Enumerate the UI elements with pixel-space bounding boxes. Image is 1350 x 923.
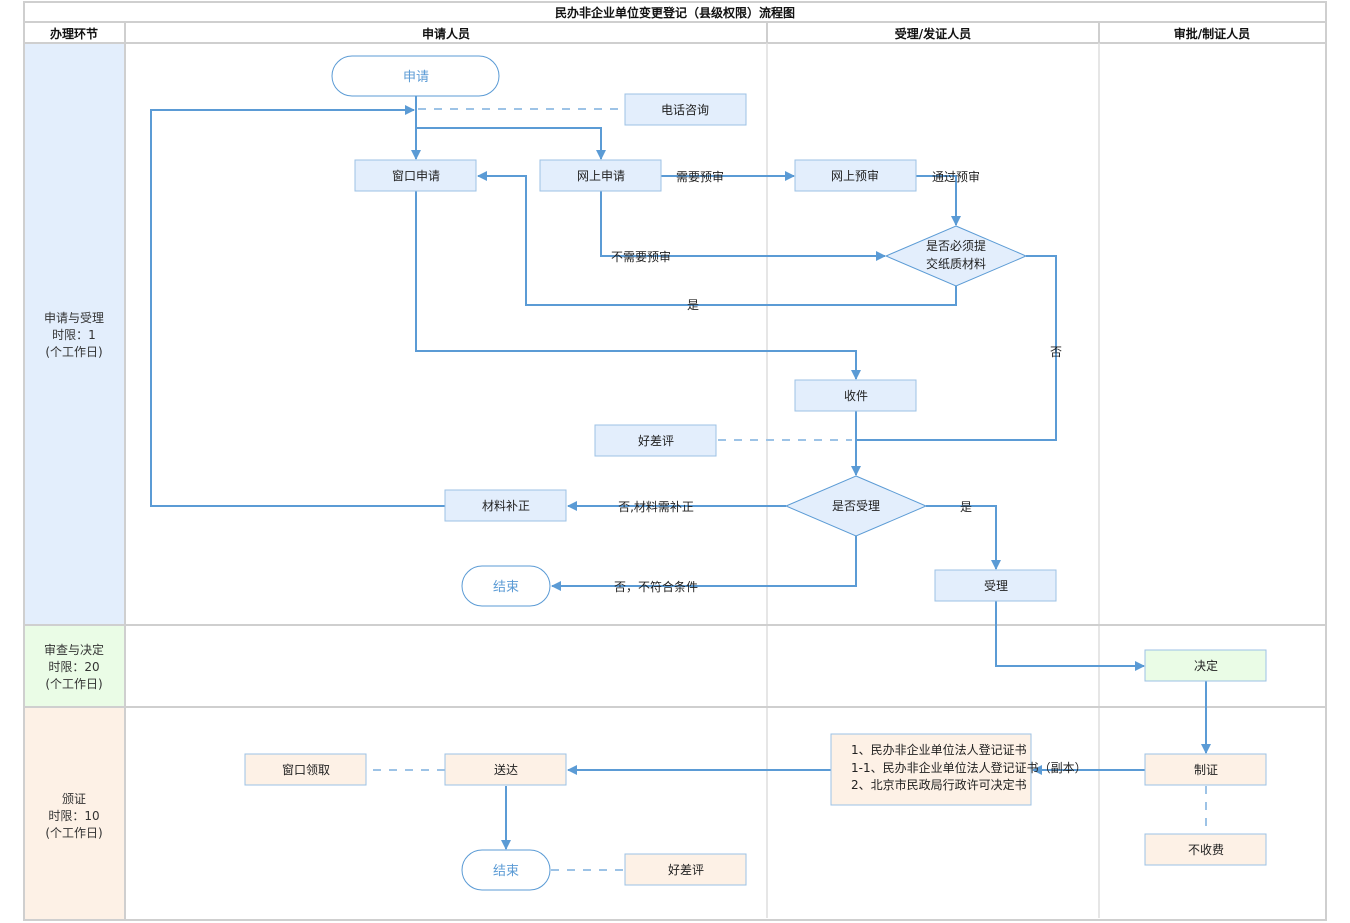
edge-window-to-receive: [415, 191, 861, 380]
edge-label-reject-end: 否，不符合条件: [614, 579, 698, 594]
edge-precheck-to-decision: [916, 175, 961, 226]
node-feedback-2[interactable]: 好差评: [624, 853, 747, 886]
node-window-pickup[interactable]: 窗口领取: [244, 753, 367, 786]
node-window-apply[interactable]: 窗口申请: [354, 159, 477, 192]
phase-bg-apply: [24, 43, 125, 625]
doc-item-1: 1、民办非企业单位法人登记证书: [851, 742, 1027, 757]
node-label-line2: 交纸质材料: [926, 256, 986, 271]
node-accept[interactable]: 受理: [934, 569, 1057, 602]
node-label: 好差评: [638, 434, 674, 448]
node-accept-decision[interactable]: 是否受理: [784, 475, 928, 537]
edge-label-accept-yes: 是: [960, 500, 972, 514]
node-label: 结束: [493, 864, 519, 879]
edge-label-no-precheck: 不需要预审: [611, 249, 671, 264]
swimlane-grid: [23, 1, 1327, 921]
node-label: 受理: [984, 579, 1008, 593]
edge-noprecheck-to-decision: [600, 191, 886, 261]
node-label: 材料补正: [482, 499, 530, 513]
edge-paper-no: [856, 255, 1057, 441]
phase-label-issue: 颁证 时限：10 (个工作日): [45, 791, 102, 840]
phase-name: 颁证: [62, 791, 86, 806]
phase-limit: 时限：1: [52, 328, 96, 342]
edge-reject-end: [551, 536, 857, 591]
node-online-precheck[interactable]: 网上预审: [794, 159, 917, 192]
phase-unit: (个工作日): [45, 345, 102, 359]
edge-label-need-precheck: 需要预审: [676, 169, 724, 184]
node-label: 网上申请: [577, 169, 625, 183]
phase-bg-review: [24, 625, 125, 707]
node-supplement[interactable]: 材料补正: [444, 489, 567, 522]
phase-limit: 时限：20: [48, 660, 99, 674]
node-end-1[interactable]: 结束: [461, 565, 551, 607]
header-lane-approver: 审批/制证人员: [1174, 26, 1250, 41]
phase-label-review: 审查与决定 时限：20 (个工作日): [44, 642, 104, 691]
node-label: 好差评: [668, 863, 704, 877]
phase-unit: (个工作日): [45, 677, 102, 691]
node-label-line1: 是否必须提: [926, 238, 986, 253]
node-decide[interactable]: 决定: [1144, 649, 1267, 682]
phase-unit: (个工作日): [45, 826, 102, 840]
node-label: 不收费: [1188, 843, 1224, 857]
edge-label-reject-supplement: 否,材料需补正: [618, 500, 694, 514]
node-label: 网上预审: [831, 168, 879, 183]
phase-bg-issue: [24, 707, 125, 920]
doc-item-1-1: 1-1、民办非企业单位法人登记证书（副本）: [851, 760, 1087, 775]
node-label: 决定: [1194, 658, 1218, 673]
node-label: 收件: [844, 389, 868, 403]
node-label: 送达: [494, 762, 518, 777]
edges: [150, 96, 1211, 871]
phase-label-apply: 申请与受理 时限：1 (个工作日): [44, 311, 104, 359]
node-online-apply[interactable]: 网上申请: [539, 159, 662, 192]
node-receive[interactable]: 收件: [794, 379, 917, 412]
node-feedback-1[interactable]: 好差评: [594, 424, 717, 457]
phase-limit: 时限：10: [48, 809, 99, 823]
edge-label-paper-no: 否: [1050, 345, 1062, 359]
edge-accept-to-decide: [995, 601, 1145, 671]
node-label: 是否受理: [832, 499, 880, 513]
node-documents[interactable]: 1、民办非企业单位法人登记证书 1-1、民办非企业单位法人登记证书（副本） 2、…: [830, 733, 1087, 806]
node-label: 制证: [1194, 763, 1218, 777]
node-label: 电话咨询: [661, 102, 709, 117]
node-label: 结束: [493, 580, 519, 595]
edge-supplement-loop: [150, 105, 445, 507]
node-label: 窗口申请: [392, 169, 440, 183]
node-label: 窗口领取: [282, 763, 330, 777]
node-start[interactable]: 申请: [331, 55, 500, 97]
phase-name: 审查与决定: [44, 642, 104, 657]
node-label: 申请: [403, 70, 429, 85]
node-deliver[interactable]: 送达: [444, 753, 567, 786]
edge-label-paper-yes: 是: [687, 298, 699, 312]
header-lane-applicant: 申请人员: [422, 26, 470, 41]
phase-name: 申请与受理: [44, 311, 104, 325]
node-phone-consult[interactable]: 电话咨询: [624, 93, 747, 126]
edge-accept-yes: [926, 505, 1001, 570]
edge-label-pass-precheck: 通过预审: [932, 169, 980, 184]
node-paper-decision[interactable]: 是否必须提 交纸质材料: [884, 225, 1028, 287]
diagram-title: 民办非企业单位变更登记（县级权限）流程图: [555, 5, 795, 20]
edge-start-to-online: [416, 127, 606, 160]
header-lane-acceptor: 受理/发证人员: [895, 26, 971, 41]
node-end-2[interactable]: 结束: [461, 849, 551, 891]
edge-paper-yes-to-window: [477, 171, 957, 306]
node-make-cert[interactable]: 制证: [1144, 753, 1267, 786]
node-no-fee[interactable]: 不收费: [1144, 833, 1267, 866]
doc-item-2: 2、北京市民政局行政许可决定书: [851, 777, 1027, 792]
header-stage: 办理环节: [50, 26, 98, 41]
